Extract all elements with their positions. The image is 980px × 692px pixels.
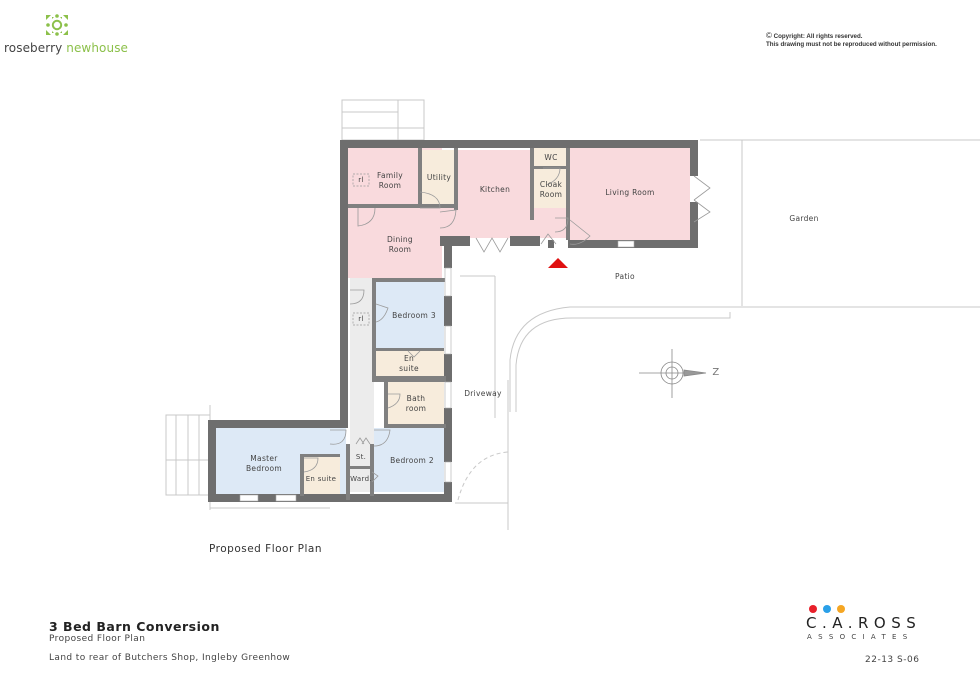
agent-name-part1: roseberry (4, 41, 63, 55)
architect-subtitle: ASSOCIATES (807, 633, 914, 641)
copyright-line2: This drawing must not be reproduced with… (766, 41, 937, 48)
room-label-wardrobe: Ward. (350, 475, 372, 483)
plan-caption: Proposed Floor Plan (209, 543, 322, 555)
room-label-store: St. (355, 453, 367, 461)
room-label-utility: Utility (426, 173, 452, 182)
room-fills (216, 148, 690, 500)
room-label-en-suite-2: En suite (305, 475, 337, 483)
architect-dots-icon (809, 605, 845, 613)
agent-name-part2: newhouse (66, 41, 129, 55)
area-label-patio: Patio (615, 272, 635, 281)
project-title: 3 Bed Barn Conversion (49, 619, 220, 634)
architect-logo: C.A.ROSS ASSOCIATES (806, 604, 936, 648)
fixture-rl-2: rl (358, 315, 364, 323)
copyright-notice: © Copyright: All rights reserved. This d… (766, 32, 937, 49)
project-location: Land to rear of Butchers Shop, Ingleby G… (49, 653, 291, 663)
room-label-master-bedroom: Master Bedroom (245, 454, 283, 473)
room-label-kitchen: Kitchen (479, 185, 511, 194)
room-label-living-room: Living Room (605, 188, 655, 197)
area-label-driveway: Driveway (464, 389, 502, 398)
copyright-icon: © (766, 31, 772, 40)
room-label-bedroom-3: Bedroom 3 (392, 311, 436, 320)
architect-name: C.A.ROSS (806, 614, 922, 632)
room-label-bathroom: Bath room (405, 394, 427, 413)
room-label-en-suite-1: En suite (399, 354, 419, 373)
rl-box-1 (352, 173, 370, 187)
compass-label: Z (712, 367, 720, 378)
project-subtitle: Proposed Floor Plan (49, 634, 146, 644)
room-label-cloak-room: Cloak Room (539, 180, 563, 199)
room-label-wc: WC (544, 153, 558, 162)
room-label-dining-room: Dining Room (386, 235, 413, 254)
area-label-garden: Garden (789, 214, 819, 223)
rl-box-2 (352, 312, 370, 326)
compass-icon (639, 349, 707, 398)
drawing-number: 22-13 S-06 (865, 655, 920, 665)
entrance-marker-icon (548, 258, 568, 268)
agent-logo-text: roseberry newhouse (4, 41, 128, 55)
room-label-family-room: Family Room (377, 171, 403, 190)
copyright-line1: © Copyright: All rights reserved. (766, 31, 863, 41)
agent-logo: roseberry newhouse (0, 10, 130, 60)
fixture-rl-1: rl (358, 176, 364, 184)
room-label-bedroom-2: Bedroom 2 (390, 456, 434, 465)
roseberry-emblem-icon (46, 14, 68, 36)
